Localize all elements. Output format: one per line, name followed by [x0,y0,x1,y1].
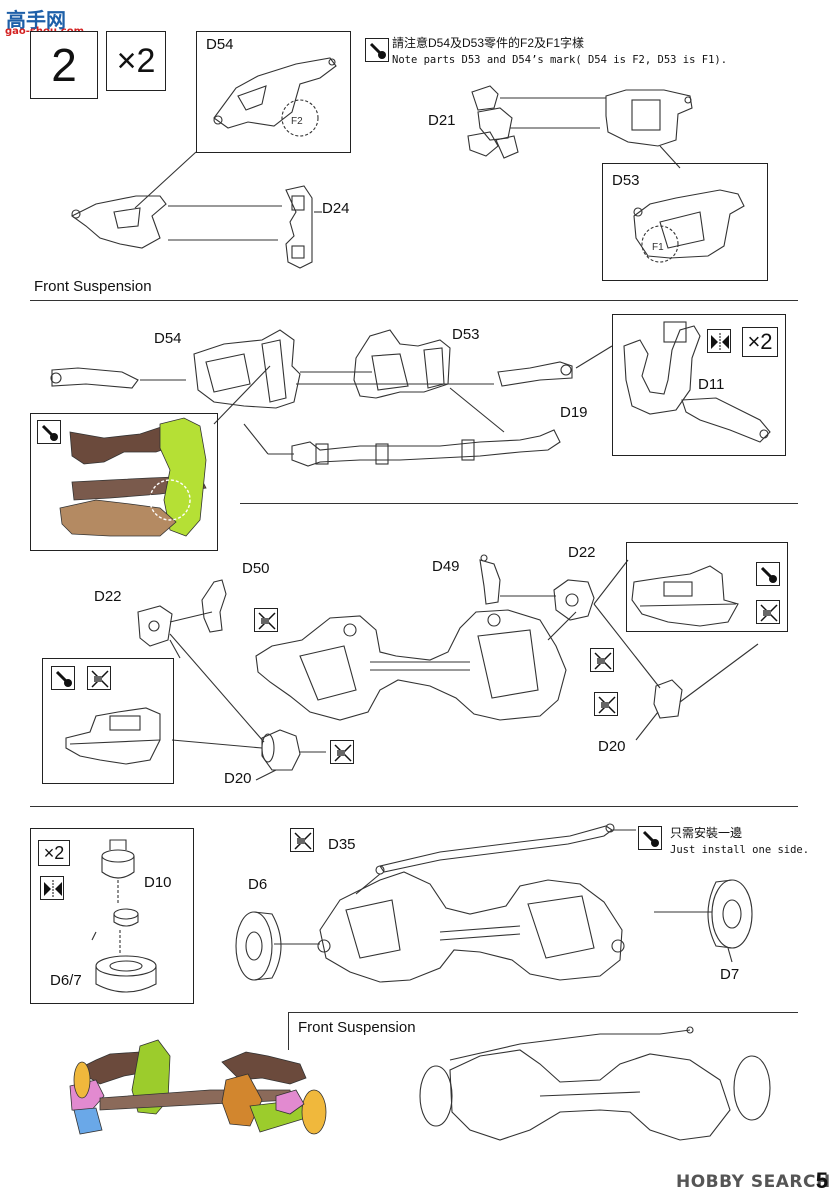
part-d19-shaft [291,429,561,467]
inset-left-box [42,658,174,784]
part-d22-right [553,579,595,621]
part-d54-main [70,195,167,249]
site-logo: 高手网 [6,4,66,33]
part-d20-right [653,679,683,719]
note-one-side-en: Just install one side. [670,842,809,857]
part-d6-wheel [235,911,282,981]
part-d10 [101,839,135,879]
label-d54-top: D54 [206,36,234,53]
label-d11: D11 [698,376,725,393]
part-d24 [285,185,313,269]
part-d50 [201,579,227,633]
symmetric-parts-icon [40,876,64,900]
section-title-front-suspension-final: Front Suspension [298,1019,416,1036]
label-d7: D7 [720,966,740,983]
part-axle-assembly [317,871,625,983]
glue-icon [590,648,614,672]
part-washer [113,908,139,927]
part-d53-detail [633,189,745,263]
final-assembly-lineart [419,1026,771,1141]
label-d10: D10 [144,874,172,891]
attention-icon [37,420,61,444]
label-d53-mid: D53 [452,326,480,343]
part-tierod-right [497,361,573,387]
label-d49: D49 [432,558,460,575]
site-logo-text: 高手网 [6,8,66,32]
glue-icon [330,740,354,764]
label-d22-left: D22 [94,588,122,605]
part-d54-detail [213,57,337,137]
label-d22-right: D22 [568,544,596,561]
part-d53-arm [353,329,451,399]
section-title-front-suspension: Front Suspension [34,278,152,295]
label-d24: D24 [322,200,350,217]
d11-multiplier: ×2 [742,327,778,357]
note-part-mark-en-text: Note parts D53 and D54’s mark( D54 is F2… [392,54,728,66]
inset-left-drawing [65,707,161,765]
label-d6: D6 [248,876,268,893]
label-d50: D50 [242,560,270,577]
inset-right-drawing [631,565,739,627]
glue-icon [254,608,278,632]
watermark: HOBBY SEARCH [676,1172,831,1192]
part-d21 [467,85,519,159]
attention-icon [51,666,75,690]
step-number: 2 [30,31,98,99]
label-d19: D19 [560,404,588,421]
note-part-mark-en: Note parts D53 and D54’s mark( D54 is F2… [392,52,727,67]
section-divider-1 [30,300,798,301]
part-d22-left [137,605,173,647]
section-divider-2 [240,503,798,504]
inset-right-box [626,542,788,632]
attention-icon [365,38,389,62]
f2-mark-text: F2 [291,116,303,127]
label-d53-top: D53 [612,172,640,189]
label-d20-left: D20 [224,770,252,787]
attention-icon [756,562,780,586]
label-d6-7: D6/7 [50,972,82,989]
section-divider-3 [30,806,798,807]
part-d54-arm [193,329,301,409]
label-d21: D21 [428,112,456,129]
page-number: 5 [815,1168,828,1193]
color-final-assembly [69,1039,327,1135]
part-d49 [479,554,501,605]
glue-icon [594,692,618,716]
part-wheel-inset [95,955,157,993]
d54-detail-box [196,31,351,153]
color-detail-drawing [59,417,207,537]
note-part-mark-cn: 請注意D54及D53零件的F2及F1字樣 [392,36,585,50]
note-one-side-cn: 只需安裝一邊 [670,826,743,840]
section-divider-4 [288,1012,798,1013]
part-d53-small [605,89,693,147]
part-tierod-left [50,367,139,389]
glue-icon [87,666,111,690]
symmetric-parts-icon [707,329,731,353]
step-multiplier: ×2 [106,31,166,91]
f1-mark-text: F1 [652,242,664,253]
section-divider-4-vert [288,1012,289,1050]
attention-icon [638,826,662,850]
label-d35: D35 [328,836,356,853]
d10-detail-box [30,828,194,1004]
label-d20-right: D20 [598,738,626,755]
part-d7-wheel [707,879,753,949]
part-main-assembly [255,609,567,721]
glue-icon [756,600,780,624]
part-d11-assembly [623,321,771,443]
label-d54-mid: D54 [154,330,182,347]
color-detail-box [30,413,218,551]
glue-icon [290,828,314,852]
part-d35-swaybar [375,823,615,875]
d10-multiplier: ×2 [38,840,70,866]
note-one-side-en-text: Just install one side. [670,844,810,856]
mark-f2: F2 [291,116,303,127]
d11-detail-box [612,314,786,456]
d53-detail-box [602,163,768,281]
part-d20-left [261,729,301,771]
